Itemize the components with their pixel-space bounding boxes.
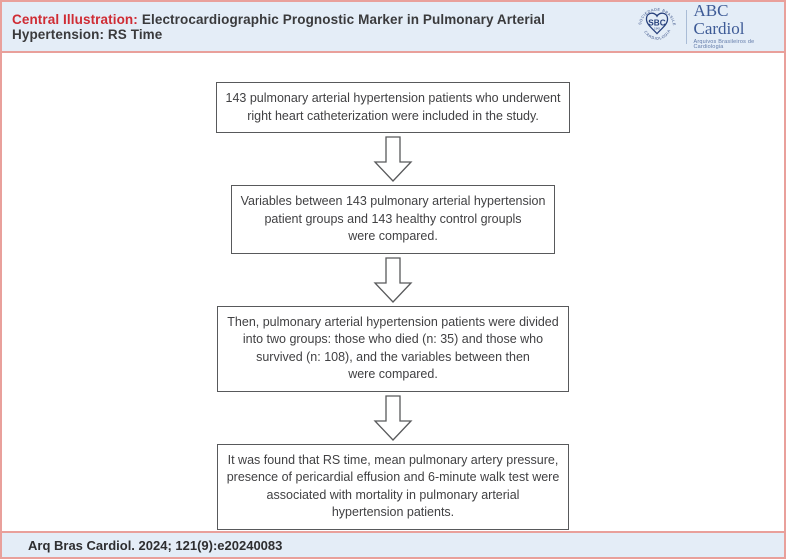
- heart-icon: [645, 12, 668, 35]
- header: Central Illustration:Electrocardiographi…: [2, 2, 784, 53]
- abc-cardiol-subtitle: Arquivos Brasileiros de Cardiologia: [693, 38, 755, 51]
- title-text: Electrocardiographic Prognostic Marker i…: [12, 11, 545, 42]
- flowchart: 143 pulmonary arterial hypertension pati…: [2, 53, 784, 531]
- down-arrow-icon: [373, 136, 413, 182]
- sbc-acronym: SBC: [648, 18, 665, 27]
- sbc-logo-icon: SOCIEDADE BRASILEIRA DE CARDIOLOGIA SBC …: [633, 2, 679, 51]
- logo-group: SOCIEDADE BRASILEIRA DE CARDIOLOGIA SBC …: [633, 2, 776, 51]
- figure-title: Central Illustration:Electrocardiographi…: [12, 12, 635, 42]
- title-prefix: Central Illustration:: [12, 11, 138, 27]
- logo-divider: [685, 9, 687, 44]
- flow-step-1: 143 pulmonary arterial hypertension pati…: [215, 82, 571, 133]
- sbc-year: 1943: [654, 27, 660, 31]
- flow-step-2: Variables between 143 pulmonary arterial…: [230, 185, 556, 254]
- down-arrow-icon: [373, 256, 413, 303]
- flow-step-3: Then, pulmonary arterial hypertension pa…: [217, 305, 569, 392]
- abc-cardiol-logo: ABC Cardiol Arquivos Brasileiros de Card…: [693, 2, 772, 51]
- down-arrow-icon: [373, 394, 413, 441]
- footer: Arq Bras Cardiol. 2024; 121(9):e20240083: [2, 531, 784, 557]
- flow-step-4: It was found that RS time, mean pulmonar…: [216, 443, 570, 530]
- sbc-ring-text-bottom: CARDIOLOGIA: [643, 29, 670, 41]
- abc-cardiol-title: ABC Cardiol: [693, 0, 745, 38]
- svg-text:CARDIOLOGIA: CARDIOLOGIA: [643, 29, 671, 41]
- citation: Arq Bras Cardiol. 2024; 121(9):e20240083: [28, 537, 283, 553]
